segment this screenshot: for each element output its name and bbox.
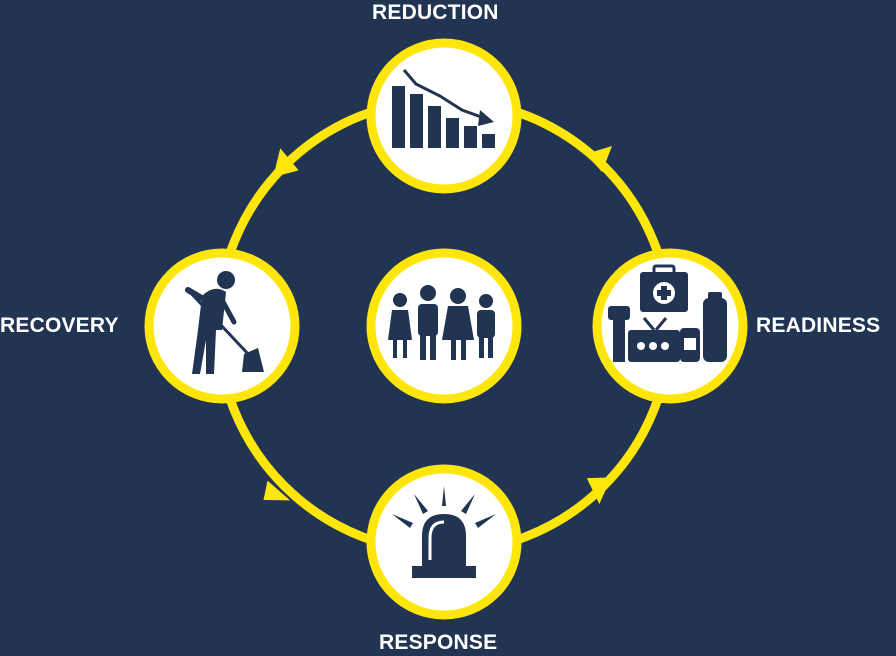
label-recovery: RECOVERY	[0, 314, 119, 337]
node-readiness	[592, 248, 748, 404]
siren-light-icon	[392, 486, 496, 578]
arrow-readiness-to-response	[586, 477, 612, 505]
community-people-icon	[388, 285, 495, 360]
node-response	[366, 464, 522, 620]
arrow-response-to-recovery	[263, 480, 291, 501]
label-readiness: READINESS	[756, 314, 881, 337]
emergency-supplies-icon	[608, 264, 727, 362]
arrow-reduction-to-readiness	[586, 146, 612, 172]
arrow-recovery-to-reduction	[273, 148, 299, 178]
person-sweeping-icon	[185, 271, 264, 374]
label-reduction: REDUCTION	[372, 1, 499, 24]
node-recovery	[144, 248, 300, 404]
label-response: RESPONSE	[379, 631, 498, 654]
node-reduction	[366, 38, 522, 194]
node-center	[366, 248, 522, 404]
declining-bar-chart-icon	[392, 69, 495, 148]
